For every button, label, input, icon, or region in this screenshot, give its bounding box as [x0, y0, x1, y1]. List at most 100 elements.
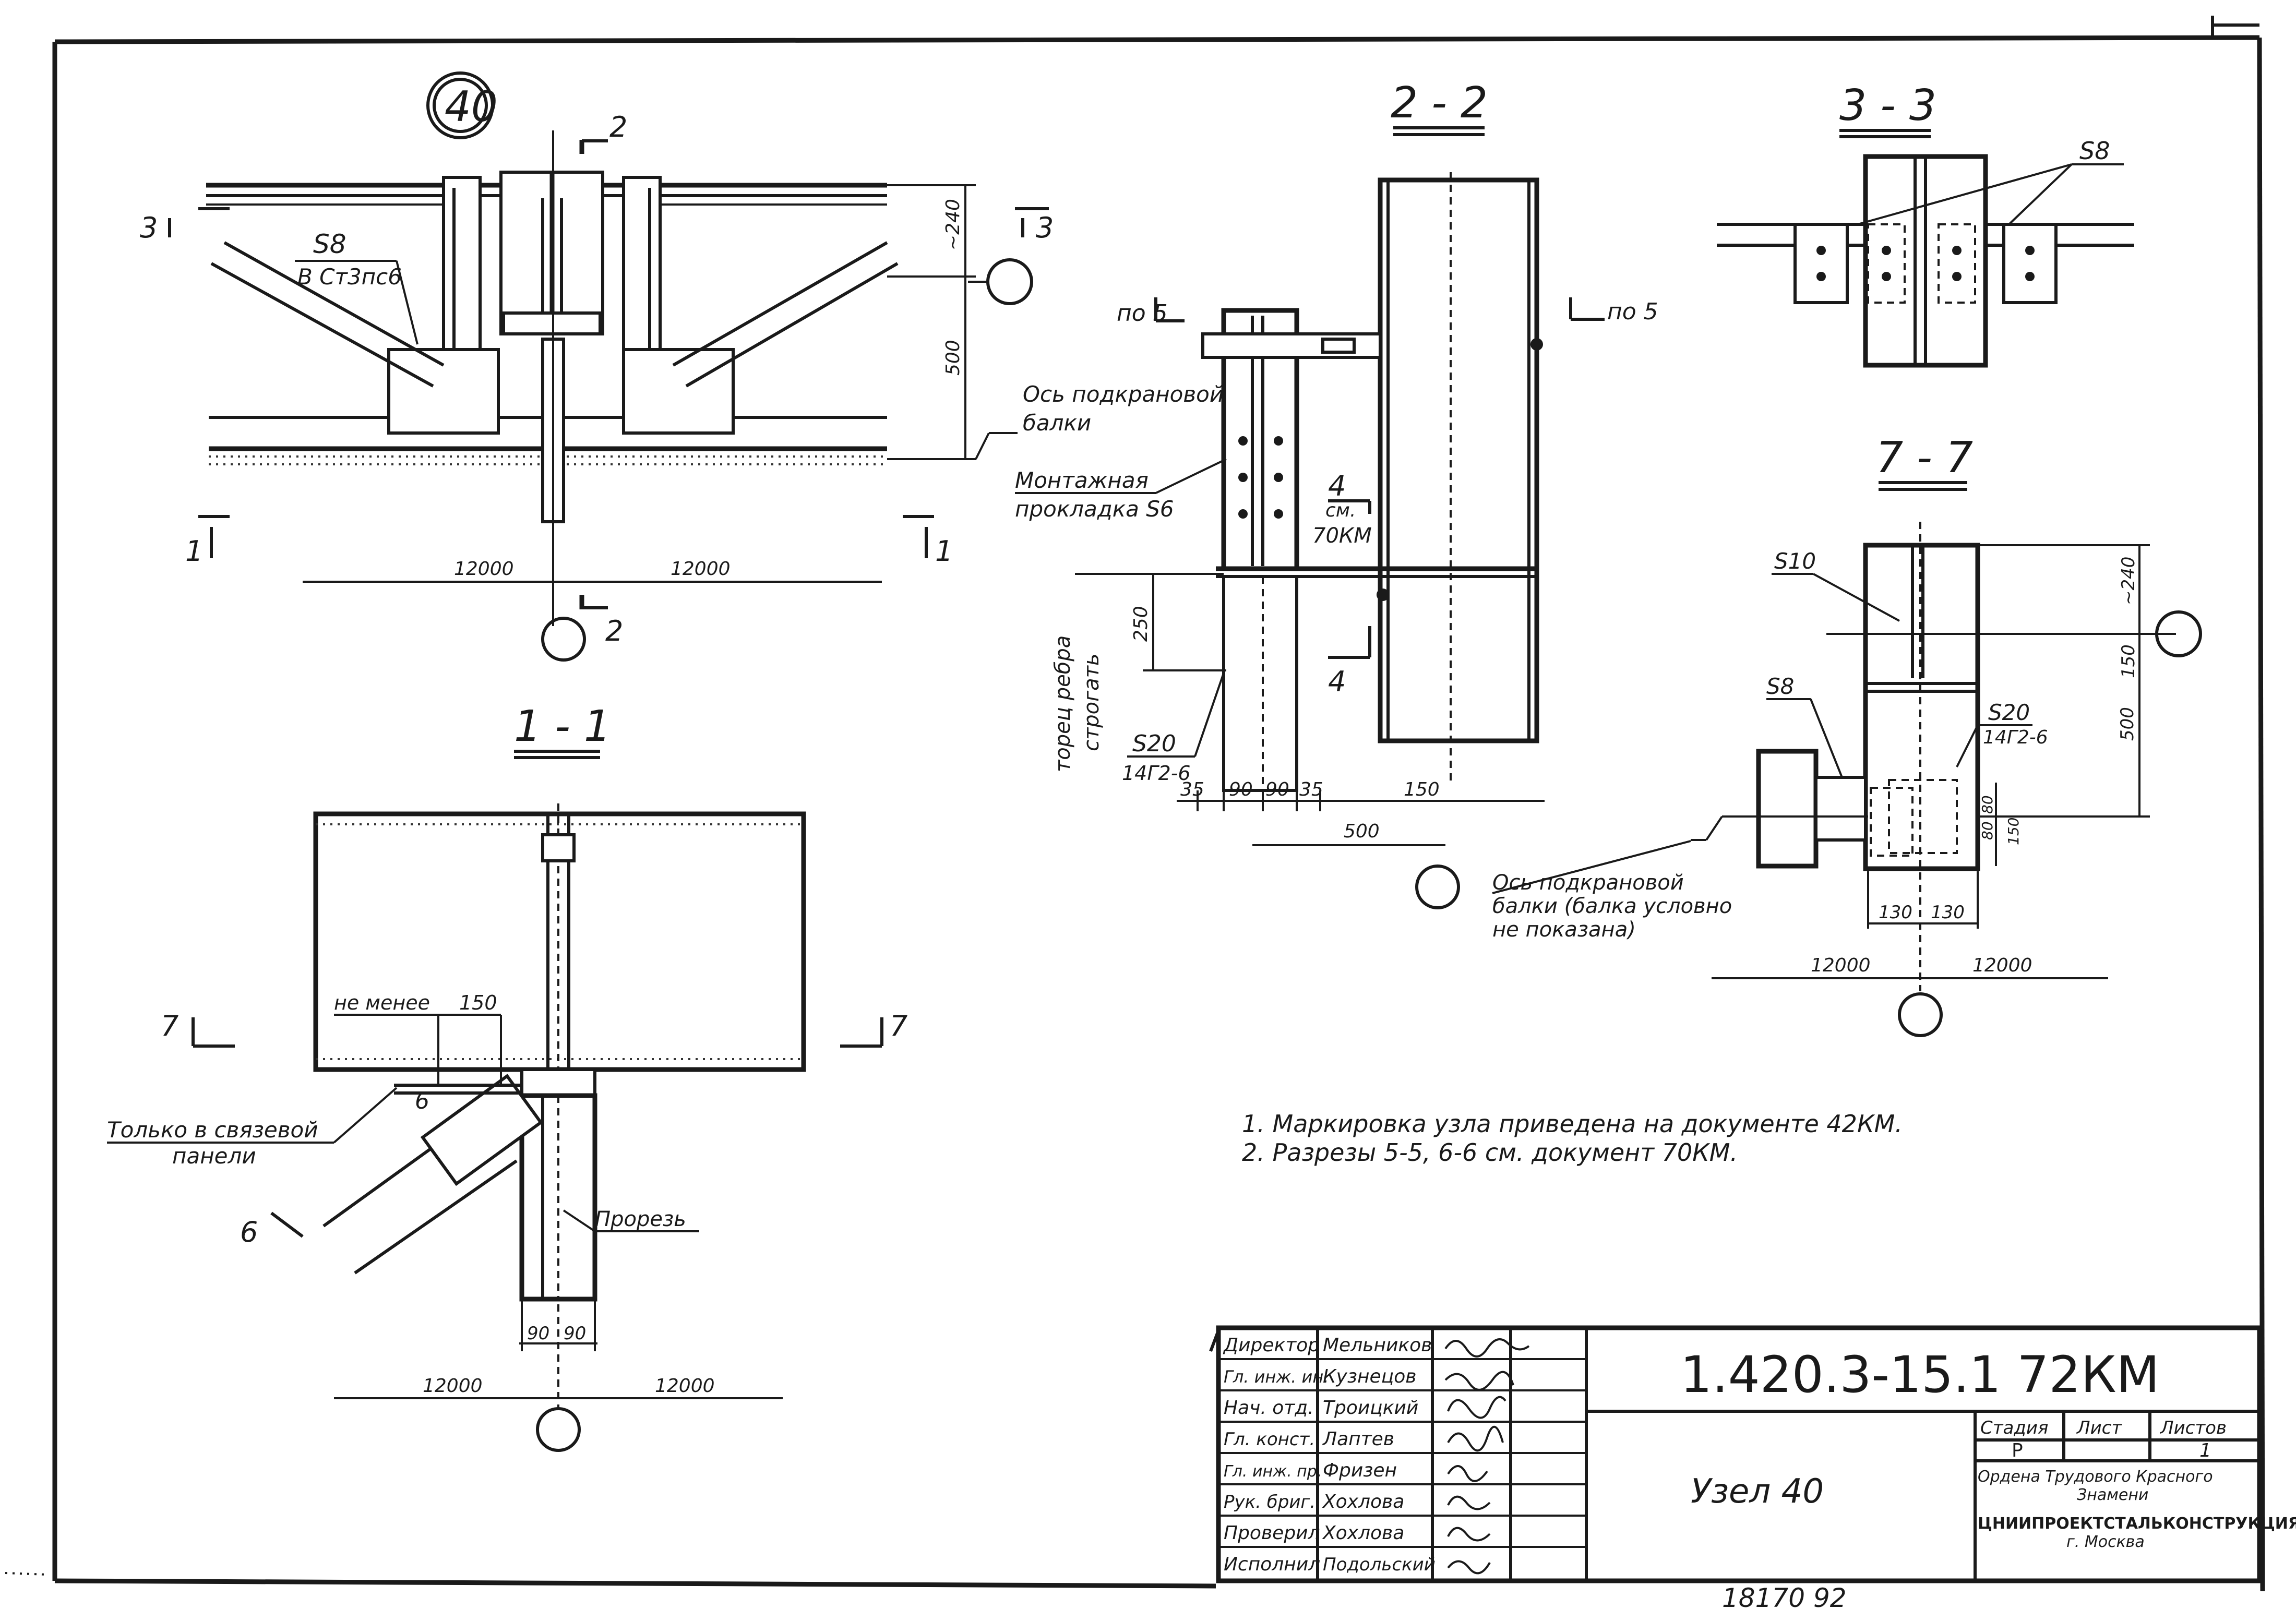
- cut-2-top-label: 2: [609, 111, 627, 143]
- panel-label-line2: панели: [172, 1143, 256, 1169]
- sheets-header: Листов: [2159, 1418, 2227, 1438]
- section-2-2: 2 - 2 по 5 по 5: [1015, 78, 1658, 909]
- axis-label-77-line2: балки (балка условно: [1492, 894, 1732, 918]
- node-mark-label: 40: [445, 82, 498, 131]
- staff-role-2: Гл. инж. ин.: [1224, 1367, 1329, 1387]
- staff-name-6: Хохлова: [1322, 1491, 1404, 1512]
- cut-6-bottom-label: 6: [240, 1216, 258, 1248]
- section-3-3: 3 - 3 S8: [1717, 81, 2134, 368]
- section-3-3-weld-label: S8: [2079, 137, 2110, 165]
- staff-role-8: Исполнил: [1224, 1554, 1320, 1575]
- slot-label: Прорезь: [595, 1207, 686, 1231]
- section-7-7: 7 - 7 S10 S8 S20 14Г2-6 ~240 150 500: [1492, 433, 2202, 1037]
- weld-s20-spec-label: 14Г2-6: [1122, 762, 1191, 785]
- section-2-2-title: 2 - 2: [1391, 78, 1488, 128]
- stage-value: Р: [2012, 1440, 2023, 1461]
- section-1-1: 1 - 1 не менее 150 7 7 6 6: [107, 702, 907, 1452]
- span-right-label-77: 12000: [1972, 955, 2032, 976]
- staff-role-4: Гл. конст.: [1224, 1429, 1315, 1450]
- staff-role-1: Директор: [1223, 1335, 1320, 1356]
- sheet-code: 1.420.3-15.1 72КМ: [1680, 1346, 2159, 1404]
- dim-500-label: 500: [942, 340, 964, 376]
- axis-label-line1: Ось подкрановой: [1023, 381, 1224, 407]
- org-line-2: Знамени: [2077, 1486, 2148, 1504]
- dim-130b-label: 130: [1931, 902, 1965, 923]
- staff-name-3: Троицкий: [1323, 1397, 1418, 1419]
- span-right-label-11: 12000: [655, 1375, 715, 1397]
- staff-role-3: Нач. отд.: [1224, 1397, 1314, 1419]
- weld-s10-label: S10: [1774, 548, 1816, 574]
- rib-label-line2: строгать: [1080, 653, 1104, 751]
- staff-role-5: Гл. инж. пр.: [1224, 1462, 1322, 1481]
- weld-steel-grade-label: В Ст3пс6: [297, 264, 402, 290]
- cut-3-left-label: 3: [140, 211, 158, 244]
- cut-4-top-label: 4: [1328, 470, 1346, 502]
- sheet-title: Узел 40: [1691, 1472, 1824, 1511]
- cut-7-left-label: 7: [161, 1010, 178, 1042]
- org-line-4: г. Москва: [2066, 1533, 2145, 1551]
- cut-6-top-label: 6: [415, 1088, 429, 1114]
- shim-label-line2: прокладка S6: [1015, 496, 1174, 522]
- signatures: [1444, 1338, 1530, 1575]
- span-left-label: 12000: [454, 558, 514, 580]
- ref-left-label: по 5: [1117, 300, 1168, 327]
- sheet-header: Лист: [2076, 1418, 2122, 1438]
- section-1-1-title: 1 - 1: [514, 702, 611, 751]
- weld-s8-label-77: S8: [1766, 674, 1794, 699]
- weld-s20-label-77: S20: [1988, 700, 2030, 725]
- min-label: не менее: [334, 991, 430, 1014]
- archive-number: 18170 92: [1722, 1583, 1847, 1609]
- org-line-1: Ордена Трудового Красного: [1978, 1468, 2213, 1486]
- staff-role-7: Проверил: [1224, 1522, 1320, 1544]
- cut-1-left-label: 1: [185, 535, 203, 568]
- axis-label-77-line3: не показана): [1492, 918, 1636, 942]
- note-2: 2. Разрезы 5-5, 6-6 см. документ 70КМ.: [1242, 1138, 1738, 1167]
- axis-label-line2: балки: [1023, 410, 1091, 436]
- cut-7-right-label: 7: [890, 1010, 907, 1042]
- org-line-3: ЦНИИПРОЕКТСТАЛЬКОНСТРУКЦИЯ: [1978, 1515, 2296, 1533]
- dim-150b-label: 150: [2005, 818, 2022, 845]
- dim-150-label-77: 150: [2118, 644, 2139, 678]
- stage-header: Стадия: [1980, 1418, 2048, 1438]
- weld-s20-label: S20: [1132, 730, 1176, 757]
- staff-name-8: Подольский: [1323, 1554, 1436, 1575]
- section-7-7-title: 7 - 7: [1876, 433, 1973, 483]
- plan-view: 40 2: [140, 71, 1224, 662]
- span-right-label: 12000: [671, 558, 731, 580]
- dim-150-label-11: 150: [459, 991, 497, 1014]
- staff-name-2: Кузнецов: [1323, 1366, 1416, 1387]
- ref-right-label: по 5: [1607, 298, 1658, 325]
- dim-130a-label: 130: [1879, 902, 1912, 923]
- dim-150-label: 150: [1404, 779, 1440, 800]
- panel-label-line1: Только в связевой: [107, 1117, 318, 1143]
- dim-35a-label: 35: [1180, 779, 1204, 800]
- notes: 1. Маркировка узла приведена на документ…: [1242, 1110, 1903, 1167]
- dim-90a-label-11: 90: [527, 1323, 549, 1344]
- staff-name-1: Мельников: [1323, 1335, 1432, 1356]
- sheet-frame: [5, 16, 2265, 1592]
- dim-500-label-77: 500: [2117, 707, 2138, 741]
- weld-s8-label: S8: [313, 229, 346, 259]
- staff-name-4: Лаптев: [1322, 1428, 1394, 1450]
- staff-name-7: Хохлова: [1322, 1522, 1404, 1544]
- span-left-label-11: 12000: [423, 1375, 483, 1397]
- weld-s20-spec-label-77: 14Г2-6: [1983, 727, 2048, 748]
- section-3-3-title: 3 - 3: [1839, 81, 1936, 130]
- sheets-value: 1: [2199, 1440, 2211, 1461]
- axis-label-77-line1: Ось подкрановой: [1492, 871, 1684, 895]
- staff-name-5: Фризен: [1323, 1460, 1397, 1481]
- cut-4-bottom-label: 4: [1328, 665, 1346, 698]
- see-label-line2: 70КМ: [1312, 524, 1372, 548]
- title-block: Директор Мельников Гл. инж. ин. Кузнецов…: [1209, 1325, 2296, 1609]
- dim-90b-label: 90: [1265, 779, 1289, 800]
- dim-90a-label: 90: [1229, 779, 1253, 800]
- dim-80a-label: 80: [1979, 795, 1996, 814]
- dim-240-label-77: ~240: [2118, 557, 2139, 605]
- dim-90b-label-11: 90: [564, 1323, 586, 1344]
- dim-35b-label: 35: [1299, 779, 1323, 800]
- cut-1-right-label: 1: [935, 535, 953, 568]
- cut-2-bottom-label: 2: [605, 615, 623, 647]
- node-mark-circle: [426, 71, 494, 139]
- span-left-label-77: 12000: [1811, 955, 1871, 976]
